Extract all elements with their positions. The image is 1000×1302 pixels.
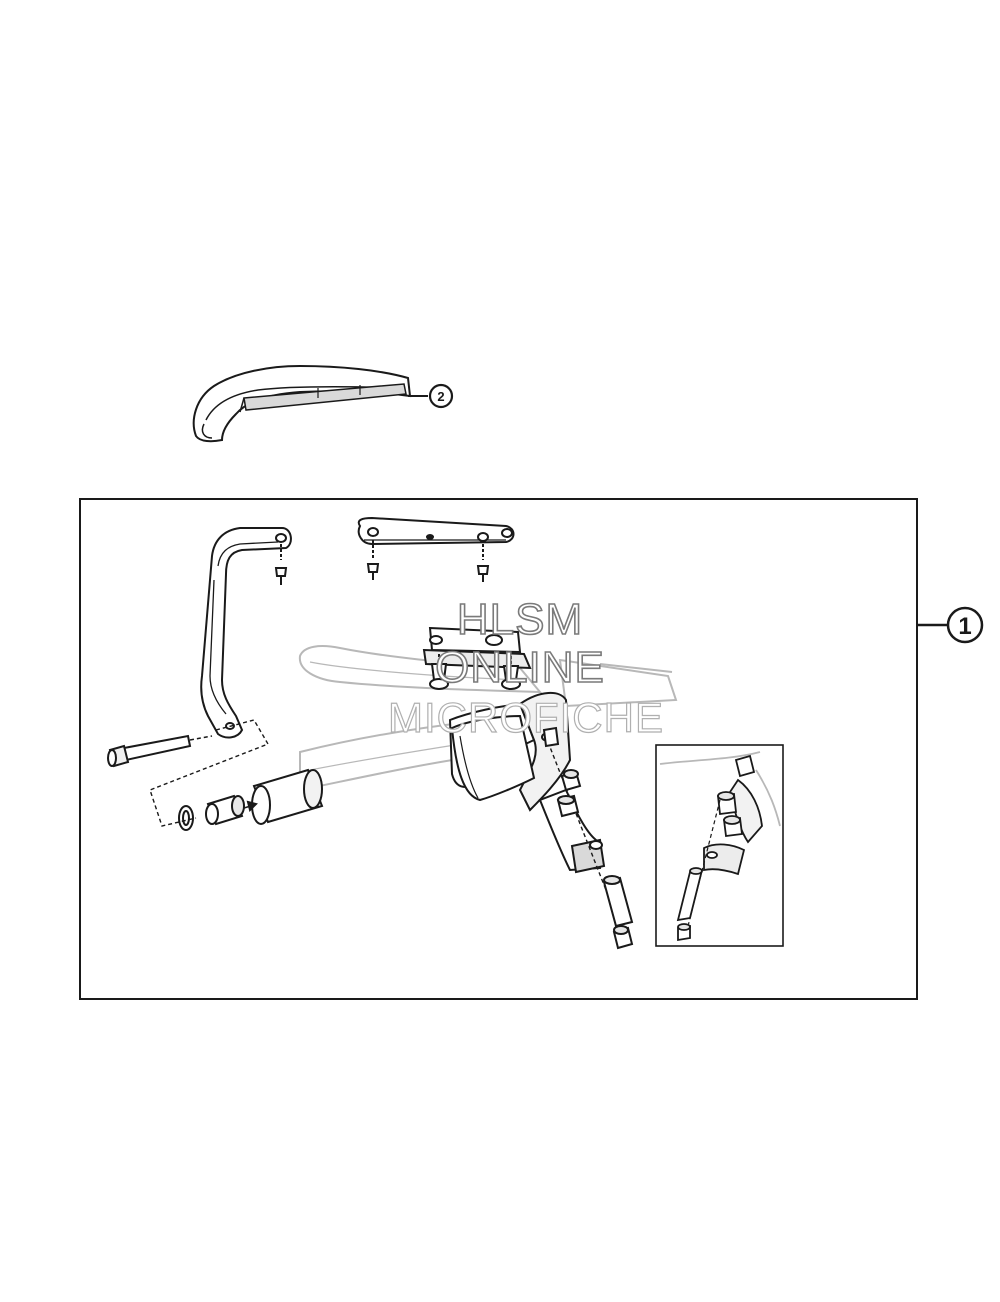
handguard-shell — [192, 364, 412, 443]
callout-2-label: 2 — [437, 389, 444, 404]
kit-frame — [79, 498, 918, 1000]
long-bolt-guide — [189, 735, 213, 741]
spacer-sleeve — [205, 794, 258, 826]
handguard-bar — [200, 527, 292, 739]
handlebar-grip — [450, 714, 536, 802]
inset-detail — [655, 744, 784, 947]
mounting-plate-screws — [366, 540, 490, 582]
callout-1: 1 — [917, 606, 984, 644]
watermark-line-3: MICROFICHE — [387, 694, 664, 741]
o-ring — [178, 805, 194, 831]
perch-bolts — [429, 654, 521, 690]
callout-2: 2 — [408, 383, 454, 409]
handlebar-ghost — [298, 645, 678, 792]
clamp-stack — [542, 726, 634, 950]
long-bolt — [107, 734, 192, 768]
bar-end-weight — [251, 768, 324, 825]
watermark-line-2: ONLINE — [434, 643, 605, 692]
inset-parts — [676, 754, 763, 942]
watermark-line-1: HLSM — [456, 595, 584, 644]
callout-1-label: 1 — [958, 613, 971, 640]
handguard-bar-screw — [274, 544, 288, 585]
inset-ghost-bar — [659, 751, 781, 827]
mounting-plate — [357, 516, 515, 546]
